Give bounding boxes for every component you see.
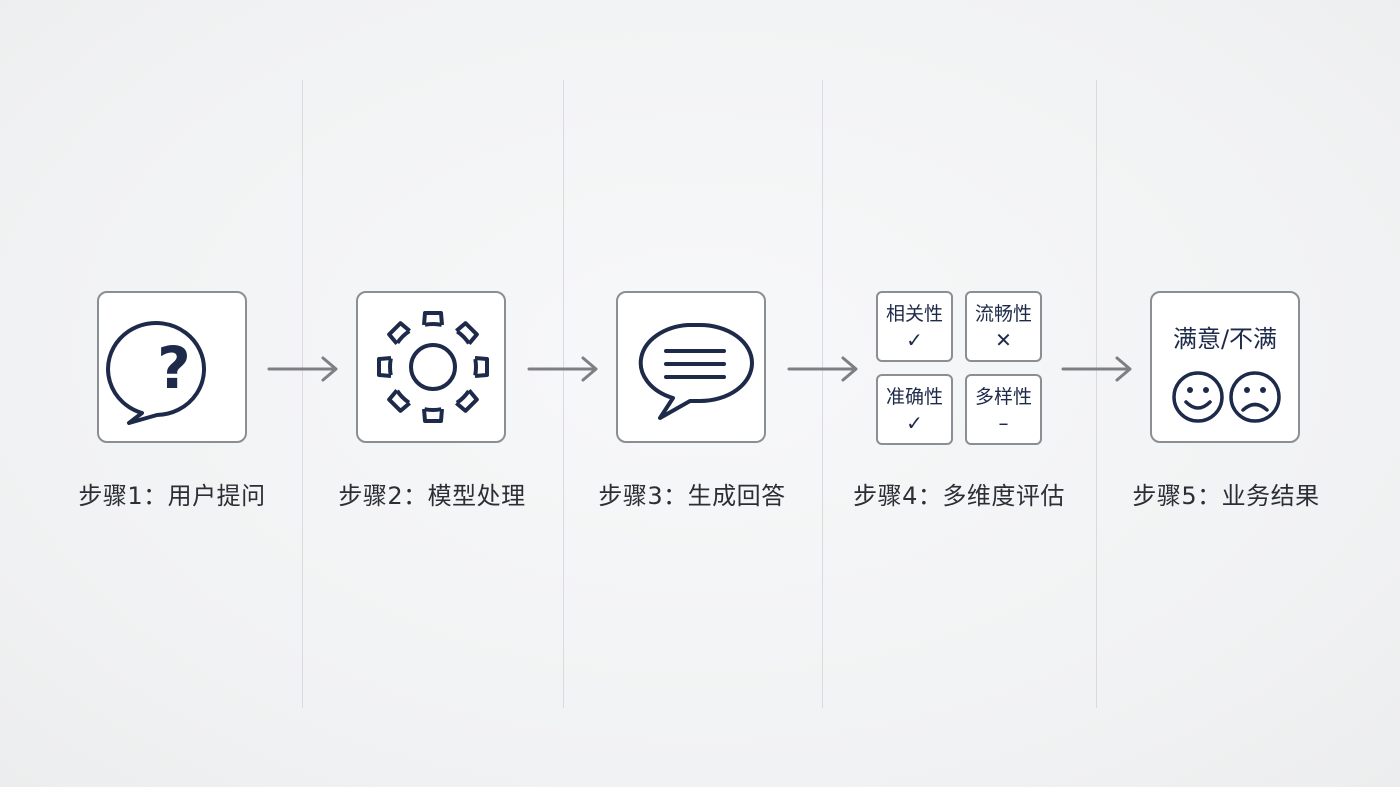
step-3-label: 步骤3：生成回答 (598, 482, 786, 510)
arrow-right-icon (527, 356, 598, 382)
column-divider-1 (302, 80, 303, 708)
arrow-right-icon (267, 356, 338, 382)
column-divider-4 (1096, 80, 1097, 708)
step-5-box: 满意/不满 (1150, 291, 1300, 443)
speech-bubble-icon (638, 323, 754, 420)
step-3-box (616, 291, 766, 443)
result-title: 满意/不满 (1172, 325, 1278, 353)
eval-accuracy-label: 准确性 (885, 386, 943, 408)
step-1-box: ? (97, 291, 247, 443)
question-bubble-icon: ? (106, 321, 207, 425)
step-5-label: 步骤5：业务结果 (1132, 482, 1320, 510)
eval-diversity: 多样性 – (965, 374, 1042, 445)
cross-icon: ✕ (995, 328, 1012, 352)
arrow-right-icon (787, 356, 858, 382)
step-2-label: 步骤2：模型处理 (338, 482, 526, 510)
step-4-label: 步骤4：多维度评估 (853, 482, 1065, 510)
sad-face-icon (1229, 371, 1281, 423)
eval-accuracy: 准确性 ✓ (876, 374, 953, 445)
eval-relevance: 相关性 ✓ (876, 291, 953, 362)
step-1-label: 步骤1：用户提问 (78, 482, 266, 510)
eval-fluency-label: 流畅性 (974, 303, 1032, 325)
eval-fluency: 流畅性 ✕ (965, 291, 1042, 362)
svg-text:?: ? (157, 334, 191, 402)
eval-diversity-label: 多样性 (974, 386, 1032, 408)
step-2-box (356, 291, 506, 443)
happy-face-icon (1172, 371, 1224, 423)
result-faces (1172, 371, 1281, 423)
check-icon: ✓ (906, 328, 923, 352)
column-divider-2 (563, 80, 564, 708)
column-divider-3 (822, 80, 823, 708)
gear-icon (377, 311, 489, 423)
dash-icon: – (998, 411, 1009, 435)
eval-relevance-label: 相关性 (885, 303, 943, 325)
check-icon: ✓ (906, 411, 923, 435)
arrow-right-icon (1061, 356, 1132, 382)
